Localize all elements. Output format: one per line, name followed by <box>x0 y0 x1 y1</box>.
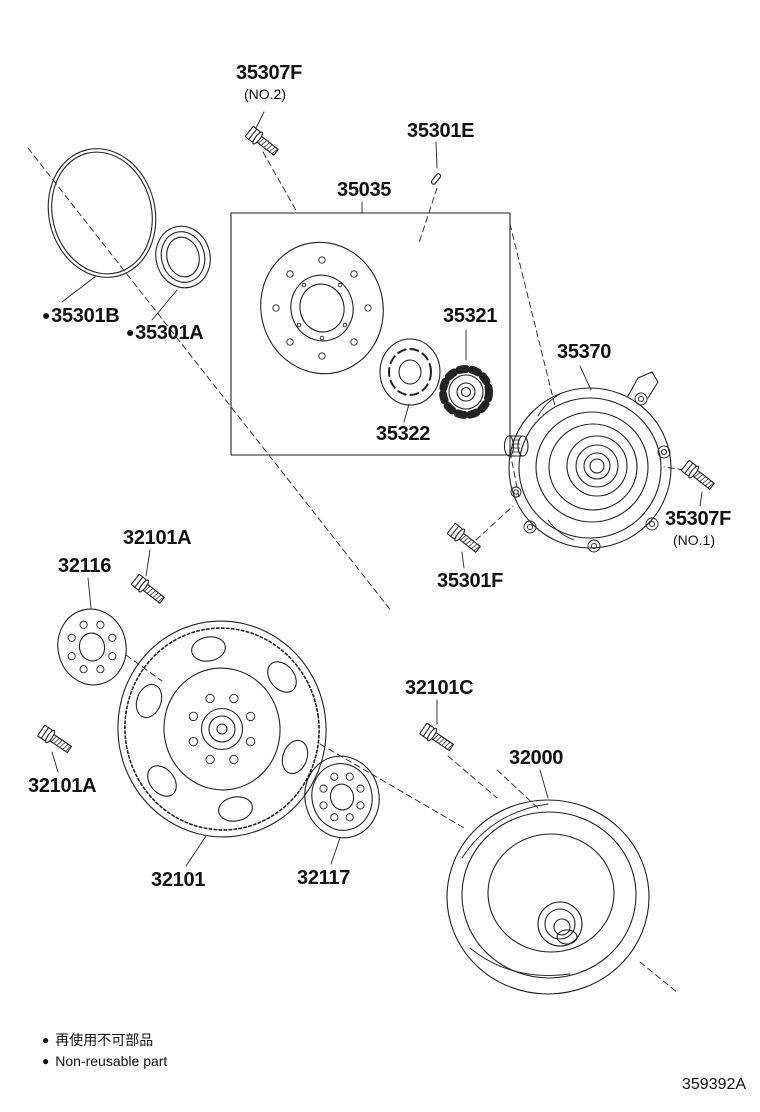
non-reusable-icon: ● <box>42 1033 50 1047</box>
part-number: 35370 <box>557 341 612 363</box>
construction-lines <box>27 147 685 994</box>
part-label-35307f-no2: 35307F (NO.2) <box>236 62 302 102</box>
part-number: 32101 <box>151 869 206 891</box>
drawing-number: 359392A <box>682 1076 747 1093</box>
part-label-32101a-bottom: 32101A <box>28 775 97 798</box>
oil-pump-kit-box <box>230 212 511 456</box>
pump-drive-gear-drawing <box>379 338 441 406</box>
non-reusable-icon: ● <box>42 307 51 323</box>
part-label-32101a-top: 32101A <box>123 527 192 550</box>
non-reusable-icon: ● <box>42 1054 50 1068</box>
part-label-35301a: ●35301A <box>126 322 204 345</box>
part-label-35301f: 35301F <box>437 570 503 593</box>
legend-text-jp: 再使用不可部品 <box>55 1032 154 1048</box>
oil-pump-assembly-drawing <box>503 371 672 553</box>
part-number: 35301E <box>407 120 475 142</box>
drive-plate-drawing <box>117 620 327 838</box>
part-label-35301b: ●35301B <box>42 305 120 328</box>
part-label-32116: 32116 <box>58 555 111 578</box>
part-label-35035: 35035 <box>337 179 391 202</box>
part-label-32000: 32000 <box>509 747 563 770</box>
leader-lines <box>51 111 703 867</box>
part-number: 35301A <box>135 322 204 344</box>
bolt-32101a-bottom-drawing <box>36 723 74 757</box>
pump-driven-gear-drawing <box>439 365 493 419</box>
part-number: 32101A <box>123 527 192 549</box>
oil-seal-drawing <box>155 225 211 289</box>
bolt-35307f-no1-drawing <box>680 459 718 493</box>
pump-cover-drawing <box>260 241 384 375</box>
pin-35301e-drawing <box>430 173 442 185</box>
bolt-32101a-top-drawing <box>130 573 168 607</box>
legend: ● 再使用不可部品 ● Non-reusable part <box>42 1030 167 1072</box>
part-number: 32117 <box>297 867 351 889</box>
part-label-35370: 35370 <box>557 341 611 364</box>
rear-spacer-drawing <box>304 755 380 839</box>
part-number: 35301F <box>437 570 504 592</box>
part-number: 32101C <box>405 677 474 699</box>
bolt-32101c-drawing <box>418 721 456 755</box>
part-label-35301e: 35301E <box>407 120 474 143</box>
part-number: 35301B <box>51 305 120 327</box>
part-number: 35035 <box>337 179 392 201</box>
part-number: 32000 <box>509 747 564 769</box>
o-ring-drawing <box>47 148 157 278</box>
part-label-35321: 35321 <box>443 305 497 328</box>
part-label-32101: 32101 <box>151 869 205 892</box>
part-number: 35322 <box>376 423 431 445</box>
part-label-35307f-no1: 35307F (NO.1) <box>665 508 731 548</box>
front-spacer-drawing <box>57 608 127 686</box>
part-number-note: (NO.1) <box>673 532 715 548</box>
part-number: 35307F <box>236 62 303 84</box>
legend-text-en: Non-reusable part <box>55 1053 168 1069</box>
part-number: 35321 <box>443 305 498 327</box>
torque-converter-drawing <box>446 799 650 995</box>
part-number: 32116 <box>58 555 112 577</box>
legend-line-jp: ● 再使用不可部品 <box>42 1030 167 1051</box>
non-reusable-icon: ● <box>126 324 135 340</box>
pump-input-shaft <box>503 435 529 457</box>
part-number-note: (NO.2) <box>244 86 286 102</box>
part-label-32101c: 32101C <box>405 677 474 700</box>
part-number: 35307F <box>665 508 732 530</box>
bolt-35307f-no2-drawing <box>244 125 282 159</box>
legend-line-en: ● Non-reusable part <box>42 1051 167 1072</box>
part-label-35322: 35322 <box>376 423 430 446</box>
part-number: 32101A <box>28 775 97 797</box>
part-label-32117: 32117 <box>297 867 350 890</box>
